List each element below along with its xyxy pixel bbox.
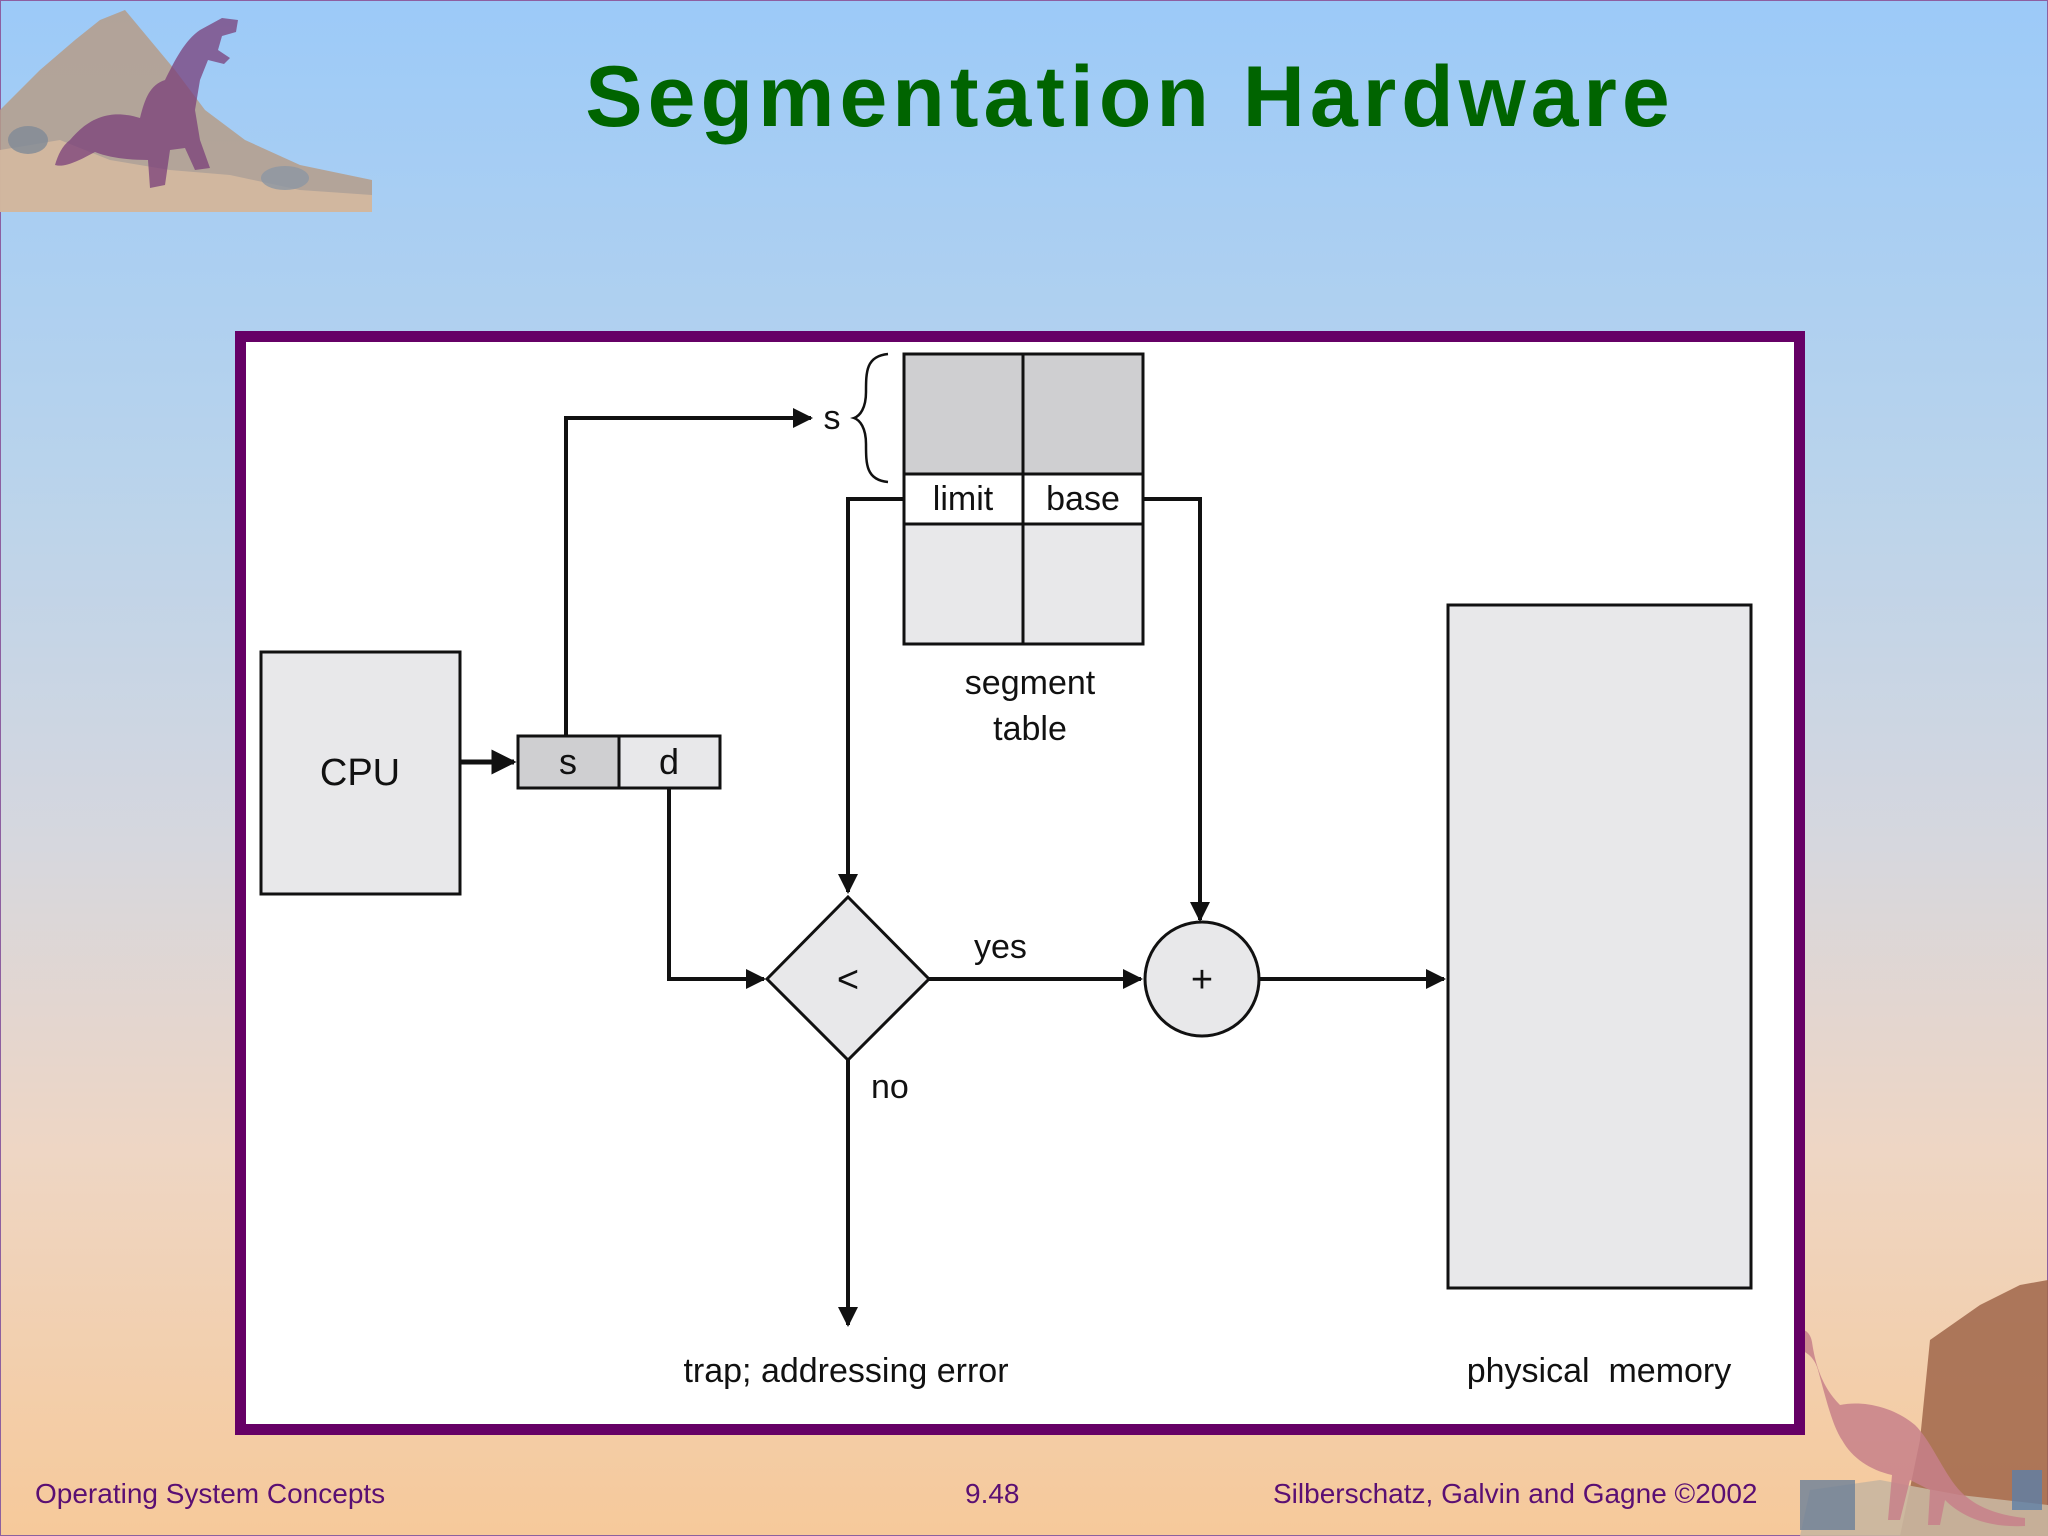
segment-table-label-line1: segment bbox=[965, 664, 1096, 702]
segment-brace bbox=[850, 352, 889, 484]
no-label: no bbox=[871, 1068, 909, 1106]
footer-copyright: Silberschatz, Galvin and Gagne ©2002 bbox=[1273, 1478, 1758, 1509]
address-s-label: s bbox=[559, 741, 577, 782]
physical-memory-label: physical memory bbox=[1467, 1352, 1732, 1390]
footer-page-number: 9.48 bbox=[965, 1478, 1020, 1509]
cpu-label: CPU bbox=[320, 752, 400, 794]
address-d-label: d bbox=[659, 741, 679, 782]
offset-arrow bbox=[667, 788, 766, 989]
limit-arrow bbox=[838, 497, 904, 894]
segment-index-label: s bbox=[824, 399, 841, 437]
limit-label: limit bbox=[933, 480, 994, 518]
footer-course-title: Operating System Concepts bbox=[35, 1478, 386, 1509]
cpu-box bbox=[259, 650, 462, 896]
yes-label: yes bbox=[974, 928, 1027, 966]
base-arrow bbox=[1143, 497, 1210, 922]
segment-table-label-line2: table bbox=[993, 710, 1067, 748]
s-index-arrow bbox=[564, 408, 813, 736]
base-label: base bbox=[1046, 480, 1120, 518]
compare-symbol: < bbox=[837, 959, 859, 1001]
adder-symbol: + bbox=[1191, 959, 1213, 1001]
address-d-cell bbox=[617, 734, 722, 790]
physical-memory-box bbox=[1446, 603, 1753, 1290]
slide-title: Segmentation Hardware bbox=[585, 49, 1675, 145]
segmentation-diagram: CPU s d s limit base segment table < yes bbox=[259, 352, 1753, 1390]
dinosaur-top-left-icon bbox=[0, 10, 372, 212]
dinosaur-bottom-right-icon bbox=[1792, 1280, 2048, 1536]
trap-label: trap; addressing error bbox=[683, 1352, 1008, 1390]
diagram-frame: CPU s d s limit base segment table < yes bbox=[235, 331, 1805, 1435]
